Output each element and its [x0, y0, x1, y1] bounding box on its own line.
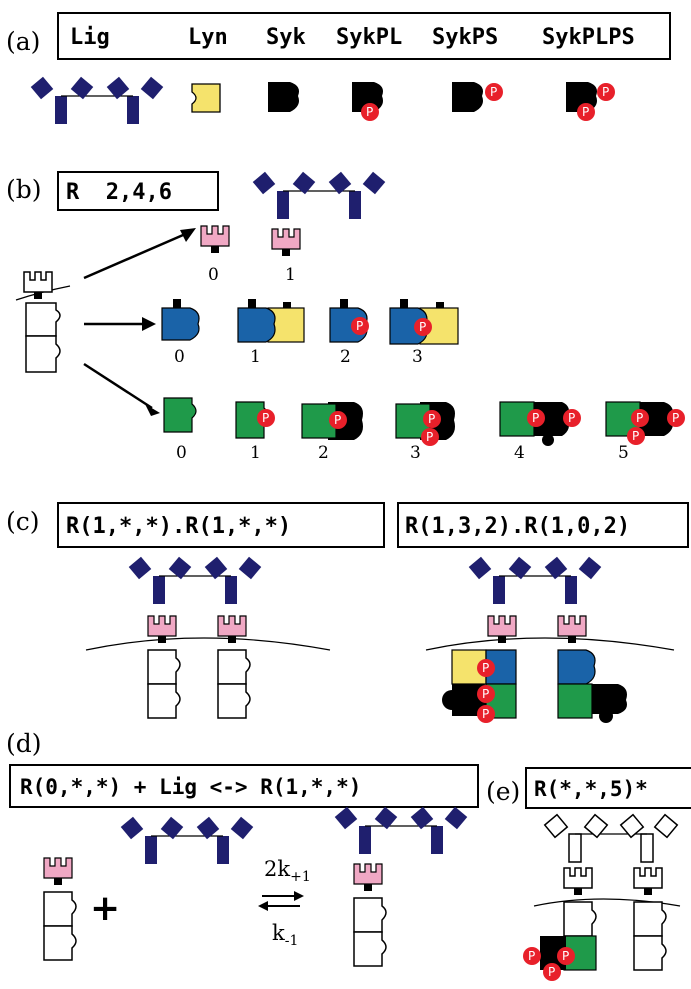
- svg-text:P: P: [528, 949, 535, 963]
- header-sykplps: SykPLPS: [542, 25, 635, 50]
- panel-c-left-box: [57, 502, 385, 548]
- gamma-state-1-label: 1: [250, 443, 261, 463]
- panel-a-label: (a): [6, 27, 40, 56]
- gamma-state-4: P P: [499, 401, 581, 446]
- alpha-state-0-label: 0: [208, 265, 219, 285]
- header-sykpl: SykPL: [336, 25, 402, 50]
- panel-e-pattern-box: [525, 767, 691, 809]
- panel-d-label: (d): [6, 729, 42, 758]
- beta-state-3-label: 3: [412, 347, 423, 367]
- panel-c-right-pattern: R(1,3,2).R(1,0,2): [405, 514, 630, 539]
- panel-e-pattern: R(*,*,5)*: [534, 777, 648, 801]
- svg-text:P: P: [419, 320, 426, 334]
- svg-text:P: P: [428, 412, 435, 426]
- alpha-state-1-label: 1: [285, 265, 296, 285]
- header-sykps: SykPS: [432, 25, 498, 50]
- panel-d-bound-receptor: [334, 806, 468, 967]
- panel-d-free-ligand: [120, 816, 254, 865]
- gamma-state-5-label: 5: [618, 443, 629, 463]
- beta-state-0: [161, 299, 200, 341]
- gamma-state-2: P: [301, 402, 363, 440]
- svg-text:P: P: [490, 85, 497, 99]
- svg-text:P: P: [532, 411, 539, 425]
- svg-text:P: P: [632, 429, 639, 443]
- svg-text:P: P: [548, 965, 555, 979]
- panel-c-label: (c): [6, 507, 40, 536]
- panel-c-right-box: [397, 502, 689, 548]
- beta-state-1-label: 1: [250, 347, 261, 367]
- panel-b-rule-box: [57, 171, 219, 211]
- sykpl-glyph: P: [352, 82, 383, 121]
- svg-text:P: P: [582, 105, 589, 119]
- panel-d-plus: +: [90, 888, 120, 929]
- syk-glyph: [268, 82, 299, 112]
- header-lig: Lig: [70, 25, 110, 50]
- gamma-state-2-label: 2: [318, 443, 329, 463]
- arrow-to-gamma: [83, 362, 153, 410]
- panel-c-left-complex: [85, 556, 331, 719]
- gamma-state-3: P P: [395, 402, 455, 446]
- panel-a-header-box: [57, 12, 671, 60]
- panel-d-reaction: R(0,*,*) + Lig <-> R(1,*,*): [20, 775, 361, 799]
- ligand-glyph: [30, 76, 164, 125]
- svg-text:P: P: [356, 319, 363, 333]
- lyn-glyph: [191, 83, 221, 113]
- sykplps-glyph: P P: [566, 82, 615, 121]
- panel-c-left-pattern: R(1,*,*).R(1,*,*): [66, 514, 291, 539]
- beta-state-2: P: [329, 299, 369, 343]
- svg-text:P: P: [568, 411, 575, 425]
- svg-text:P: P: [334, 413, 341, 427]
- gamma-state-4-label: 4: [514, 443, 525, 463]
- beta-state-1: [237, 299, 305, 343]
- panel-b-label: (b): [6, 175, 42, 204]
- beta-state-0-label: 0: [174, 347, 185, 367]
- panel-d-reaction-box: [9, 764, 479, 808]
- alpha-state-1: [271, 228, 301, 257]
- arrow-to-alpha: [83, 230, 191, 280]
- svg-text:P: P: [426, 430, 433, 444]
- panel-d-rate-arrows: [258, 891, 304, 911]
- receptor-template: [15, 271, 71, 373]
- header-syk: Syk: [266, 25, 306, 50]
- header-lyn: Lyn: [188, 25, 228, 50]
- panel-c-right-complex: P P P: [425, 556, 675, 723]
- svg-text:P: P: [602, 85, 609, 99]
- svg-text:P: P: [562, 949, 569, 963]
- gamma-state-5: P P P: [605, 401, 685, 445]
- panel-e-complex: P P P: [523, 813, 681, 981]
- svg-text:P: P: [482, 661, 489, 675]
- reverse-rate-constant: k-1: [272, 921, 298, 949]
- forward-rate-constant: 2k+1: [264, 857, 311, 885]
- gamma-state-3-label: 3: [410, 443, 421, 463]
- svg-text:P: P: [482, 707, 489, 721]
- svg-text:P: P: [482, 687, 489, 701]
- panel-d-free-receptor: [43, 857, 77, 961]
- alpha-state-0: [200, 225, 230, 254]
- beta-state-3: P: [389, 299, 459, 345]
- svg-text:P: P: [262, 411, 269, 425]
- sykps-glyph: P: [452, 82, 503, 112]
- beta-state-2-label: 2: [340, 347, 351, 367]
- gamma-state-1: P: [235, 401, 275, 439]
- svg-text:P: P: [672, 411, 679, 425]
- alpha-state-1-ligand: [252, 171, 386, 220]
- panel-b-rule: R 2,4,6: [66, 180, 172, 205]
- panel-e-label: (e): [486, 777, 520, 806]
- gamma-state-0-label: 0: [176, 443, 187, 463]
- gamma-state-0: [163, 397, 197, 433]
- svg-text:P: P: [636, 411, 643, 425]
- svg-text:P: P: [366, 105, 373, 119]
